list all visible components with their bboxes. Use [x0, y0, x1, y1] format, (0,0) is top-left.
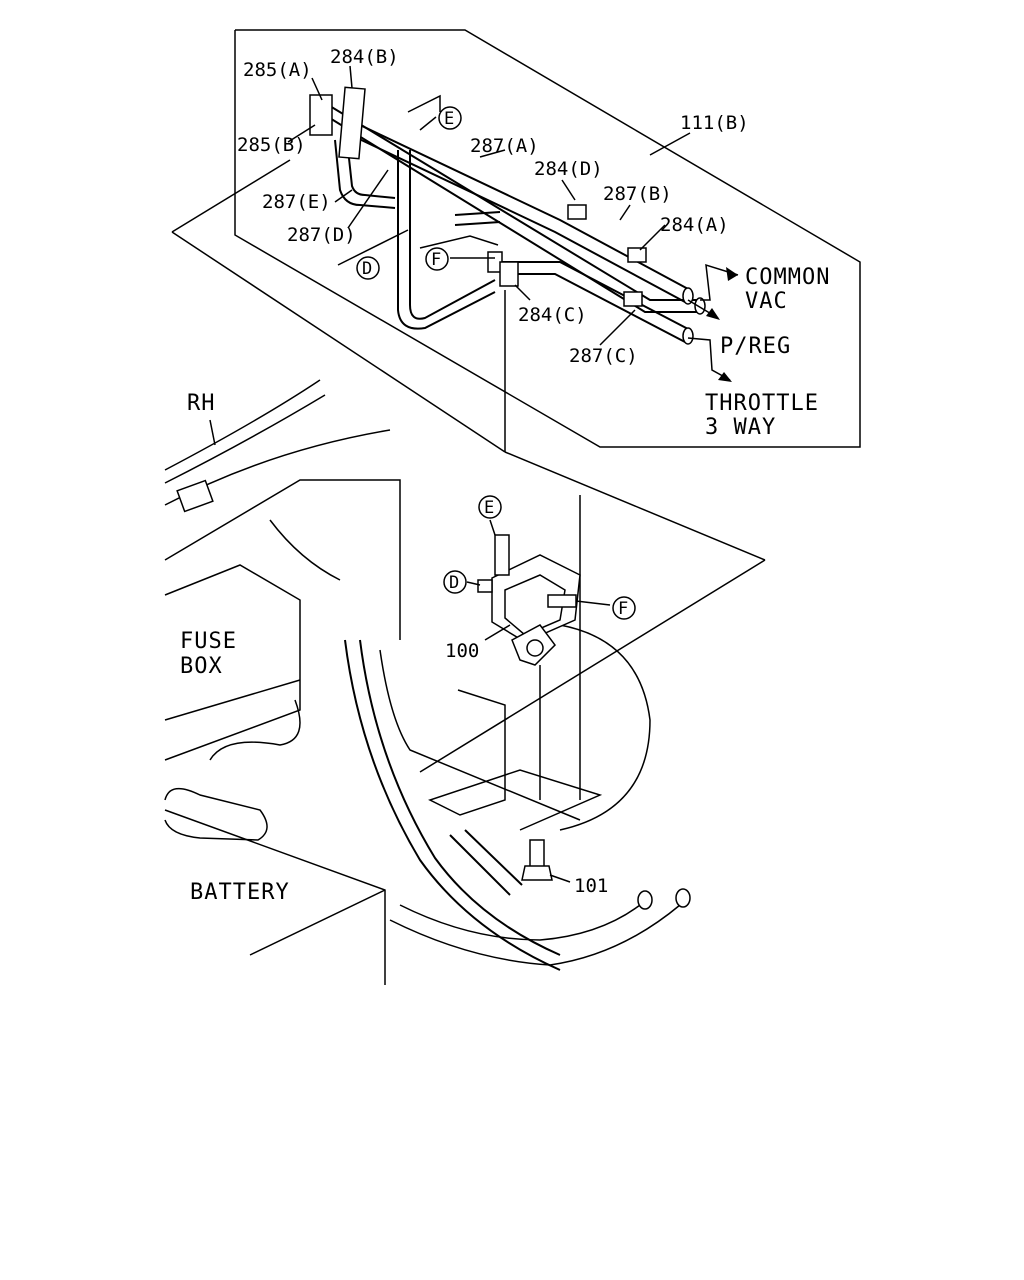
label-287d: 287(D) [287, 224, 356, 246]
label-287a: 287(A) [470, 135, 539, 157]
svg-text:F: F [431, 250, 441, 270]
dest-3way: 3 WAY [705, 415, 776, 440]
label-287e: 287(E) [262, 191, 331, 213]
label-287c: 287(C) [569, 345, 638, 367]
callout-e-upper: E [438, 106, 462, 130]
label-287b: 287(B) [603, 183, 672, 205]
callout-d-upper: D [356, 256, 380, 280]
label-100: 100 [445, 640, 479, 662]
callout-f-lower: F [612, 596, 636, 620]
label-284b: 284(B) [330, 46, 399, 68]
dest-preg: P/REG [720, 334, 791, 359]
leader-lines [209, 65, 691, 883]
dest-throttle: THROTTLE [705, 391, 819, 416]
label-111b: 111(B) [680, 112, 749, 134]
svg-text:E: E [484, 498, 494, 518]
area-rh: RH [187, 391, 216, 416]
label-284c: 284(C) [518, 304, 587, 326]
svg-text:D: D [362, 259, 372, 279]
area-box: BOX [180, 654, 223, 679]
callout-f-upper: F [425, 247, 449, 271]
callout-e-lower: E [478, 495, 502, 519]
callout-d-lower: D [443, 570, 467, 594]
label-285a: 285(A) [243, 59, 312, 81]
label-285b: 285(B) [237, 134, 306, 156]
label-284d: 284(D) [534, 158, 603, 180]
area-battery: BATTERY [190, 880, 290, 905]
label-101: 101 [574, 875, 608, 897]
solenoid-valve [477, 534, 581, 666]
engine-bay [164, 290, 691, 985]
dest-vac: VAC [745, 289, 788, 314]
destination-arrows [687, 263, 739, 382]
dest-common: COMMON [745, 265, 830, 290]
svg-text:D: D [449, 573, 459, 593]
detail-frame [171, 29, 861, 773]
label-284a: 284(A) [660, 214, 729, 236]
bolt [521, 839, 553, 881]
svg-text:F: F [618, 599, 628, 619]
hose-assembly [309, 86, 706, 345]
svg-text:E: E [444, 109, 454, 129]
area-fuse: FUSE [180, 629, 237, 654]
